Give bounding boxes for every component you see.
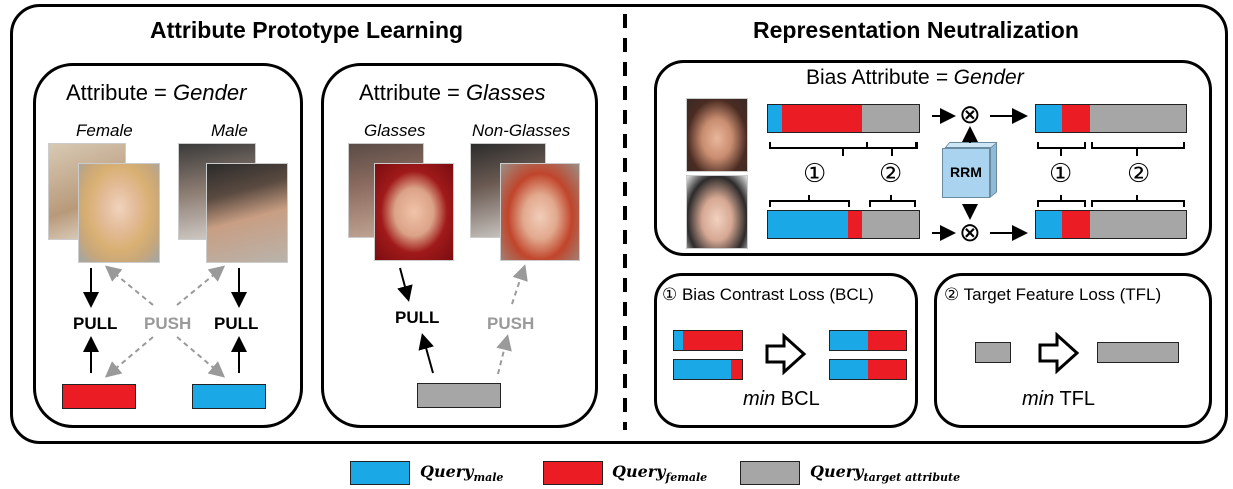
male-label: Male	[211, 121, 248, 140]
neutral-feature-bar-top	[1035, 104, 1187, 133]
legend-base: Query	[810, 462, 864, 481]
male-feature-bar	[767, 210, 920, 239]
heading-value: Gender	[173, 80, 247, 105]
tfl-bar-after	[1097, 342, 1179, 363]
circle-2-right: ②	[1127, 158, 1151, 188]
glasses-pull-up	[418, 333, 434, 374]
otimes-bottom: ⊗	[959, 217, 981, 247]
bcl-bar-before-1	[673, 330, 743, 351]
glasses-face-front	[374, 163, 454, 261]
glasses-push-up	[511, 264, 528, 305]
tfl-title: ② Target Feature Loss (TFL)	[944, 285, 1162, 304]
female-face-front	[78, 163, 160, 263]
female-query-bar	[62, 384, 136, 409]
heading-prefix: Attribute =	[359, 80, 467, 105]
legend-label-target: Querytarget attribute	[810, 462, 960, 484]
bcl-bar-after-2	[829, 359, 907, 380]
bracket-2-bottom-right	[1091, 195, 1185, 207]
heading-value: = Gender	[935, 66, 1024, 89]
female-label: Female	[76, 121, 133, 140]
push-arrow-2	[176, 265, 226, 306]
push-arrow-3	[104, 336, 154, 378]
min-word: min	[1022, 388, 1055, 410]
glasses-pull-down	[397, 267, 413, 302]
legend-sub: male	[473, 471, 504, 485]
loss-name: TFL	[1059, 388, 1095, 410]
legend-sub: target attribute	[863, 471, 961, 485]
bracket-1-top-right	[1037, 142, 1086, 156]
glasses-label: Glasses	[364, 121, 426, 140]
bracket-2-top	[866, 142, 918, 156]
gender-box-heading: Attribute = Gender	[66, 80, 246, 106]
push-arrow-1	[104, 265, 154, 306]
circle-2-left: ②	[879, 158, 903, 188]
left-panel-title: Attribute Prototype Learning	[150, 17, 464, 43]
tfl-bar-before	[975, 342, 1011, 363]
rrm-module: RRM	[942, 142, 998, 198]
female-face-bias	[686, 98, 748, 172]
right-panel-title: Representation Neutralization	[753, 17, 1079, 43]
loss-name: BCL	[780, 388, 820, 410]
bracket-2-bottom	[869, 195, 916, 207]
legend-sub: female	[665, 471, 708, 485]
pull-label-right: PULL	[214, 314, 259, 333]
bracket-2-top-right	[1091, 142, 1185, 156]
female-feature-bar	[767, 104, 920, 133]
legend-swatch-female	[543, 461, 603, 485]
legend-swatch-target	[740, 461, 800, 485]
non-glasses-face-front	[500, 163, 580, 261]
legend-swatch-male	[350, 461, 410, 485]
tfl-min-loss: min TFL	[1022, 388, 1095, 411]
tfl-hollow-arrow	[1038, 331, 1080, 375]
otimes-top: ⊗	[959, 99, 981, 129]
bcl-bar-after-1	[829, 330, 907, 351]
circle-1-left: ①	[803, 158, 827, 188]
circle-1-right: ①	[1049, 158, 1073, 188]
min-word: min	[743, 388, 776, 410]
rrm-label: RRM	[950, 164, 982, 180]
bcl-bar-before-2	[673, 359, 743, 380]
bcl-title: ① Bias Contrast Loss (BCL)	[662, 285, 874, 304]
bcl-min-loss: min BCL	[743, 388, 820, 411]
bias-box-heading: Bias Attribute = Gender	[806, 66, 1024, 90]
bracket-1-bottom	[769, 195, 850, 207]
pull-label-left: PULL	[73, 314, 118, 333]
legend-base: Query	[420, 462, 474, 481]
male-face-front	[206, 163, 288, 263]
male-face-bias	[686, 175, 748, 249]
target-query-bar	[417, 383, 501, 408]
glasses-box-heading: Attribute = Glasses	[359, 80, 546, 106]
legend-label-male: Querymale	[420, 462, 503, 484]
pull-label-glasses: PULL	[395, 308, 440, 327]
male-query-bar	[192, 384, 266, 409]
heading-prefix: Attribute =	[66, 80, 174, 105]
glasses-push-down	[496, 334, 512, 375]
legend-base: Query	[612, 462, 666, 481]
push-arrow-4	[176, 336, 226, 378]
legend-label-female: Queryfemale	[612, 462, 707, 484]
non-glasses-label: Non-Glasses	[472, 121, 571, 140]
push-label-glasses: PUSH	[487, 314, 535, 333]
push-label-gender: PUSH	[144, 314, 192, 333]
bracket-1-bottom-right	[1037, 195, 1086, 207]
bcl-hollow-arrow	[765, 332, 807, 376]
heading-prefix: Bias Attribute	[806, 66, 936, 89]
heading-value: Glasses	[466, 80, 546, 105]
neutral-feature-bar-bottom	[1035, 210, 1187, 239]
